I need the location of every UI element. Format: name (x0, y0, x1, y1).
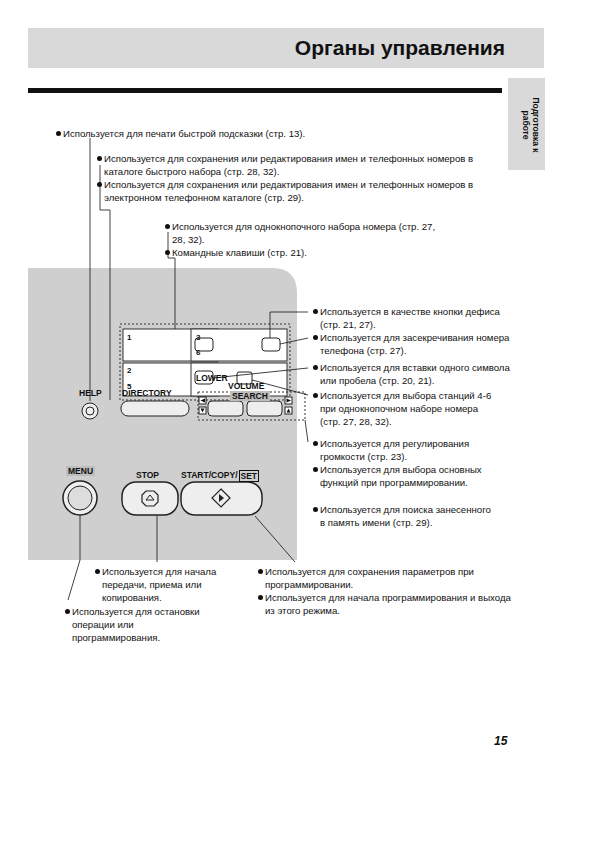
menu-button (63, 481, 97, 515)
keys-group (120, 324, 290, 400)
callout-text: Используется для выбора основных функций… (320, 463, 495, 489)
callout-text: Используется в качестве кнопки дефиса (с… (320, 305, 510, 331)
button-label: VOLUME (228, 381, 264, 391)
button-label: MENU (66, 466, 95, 476)
stop-icon (146, 495, 154, 500)
arrow-key (199, 407, 206, 414)
arrow-key (201, 399, 206, 403)
start-button (181, 482, 262, 515)
button-label: SEARCH (230, 391, 270, 401)
callout-text: Используется для поиска занесенного в па… (320, 503, 495, 529)
leader-lines (68, 138, 308, 600)
callout-text: Используется для выбора станций 4-6 при … (320, 389, 498, 428)
key (191, 329, 287, 361)
stop-icon (142, 491, 158, 506)
help-button (86, 407, 94, 415)
arrow-key (287, 399, 292, 403)
start-icon (212, 489, 230, 507)
callout-text: Используется для сохранения или редактир… (104, 178, 484, 204)
button-label: HELP (79, 388, 102, 398)
callout-text: Командные клавиши (стр. 21). (172, 246, 392, 259)
button-label: START/COPY/ (181, 470, 238, 480)
page-title: Органы управления (295, 35, 505, 61)
key-label: LOWER (196, 373, 228, 383)
callout-text: Используется для печати быстрой подсказк… (63, 127, 403, 140)
button-label: SET (239, 470, 260, 482)
callout-text: Используется для начала передачи, приема… (102, 565, 262, 604)
start-icon (219, 494, 224, 502)
callout-text: Используется для остановки операции или … (72, 605, 217, 644)
arrow-key (285, 407, 292, 414)
help-button (82, 403, 98, 419)
callout-text: Используется для сохранения параметров п… (265, 565, 520, 591)
key-number: 3 (196, 333, 200, 343)
side-tab-text: Подготовка к работе (521, 82, 541, 168)
rule-bar (28, 88, 502, 93)
search-group (198, 392, 305, 420)
title-band (28, 28, 544, 68)
one-touch-button (262, 338, 280, 351)
side-tab (508, 78, 545, 170)
button-label: STOP (136, 470, 159, 480)
callout-text: Используется для начала программирования… (265, 591, 520, 617)
stop-button (122, 482, 178, 515)
menu-button (68, 486, 92, 510)
volume-button (247, 401, 282, 416)
arrow-key (201, 409, 205, 413)
volume-button (208, 401, 243, 416)
key-number: 1 (127, 333, 131, 343)
arrow-key (287, 409, 291, 413)
callout-text: Используется для вставки одного символа … (320, 361, 510, 387)
callout-text: Используется для засекречивания номера т… (320, 331, 510, 357)
key-number: 6 (196, 348, 200, 358)
arrow-key (199, 397, 206, 404)
button-label: DIRECTORY (122, 388, 172, 398)
arrow-key (285, 397, 292, 404)
key-number: 2 (127, 366, 131, 376)
directory-button (121, 401, 189, 416)
callout-text: Используется для регулирования громкости… (320, 437, 495, 463)
page-number: 15 (494, 735, 507, 748)
panel-body (28, 268, 297, 560)
callout-text: Используется для сохранения или редактир… (104, 152, 484, 178)
callout-text: Используется для однокнопочного набора н… (172, 220, 447, 246)
